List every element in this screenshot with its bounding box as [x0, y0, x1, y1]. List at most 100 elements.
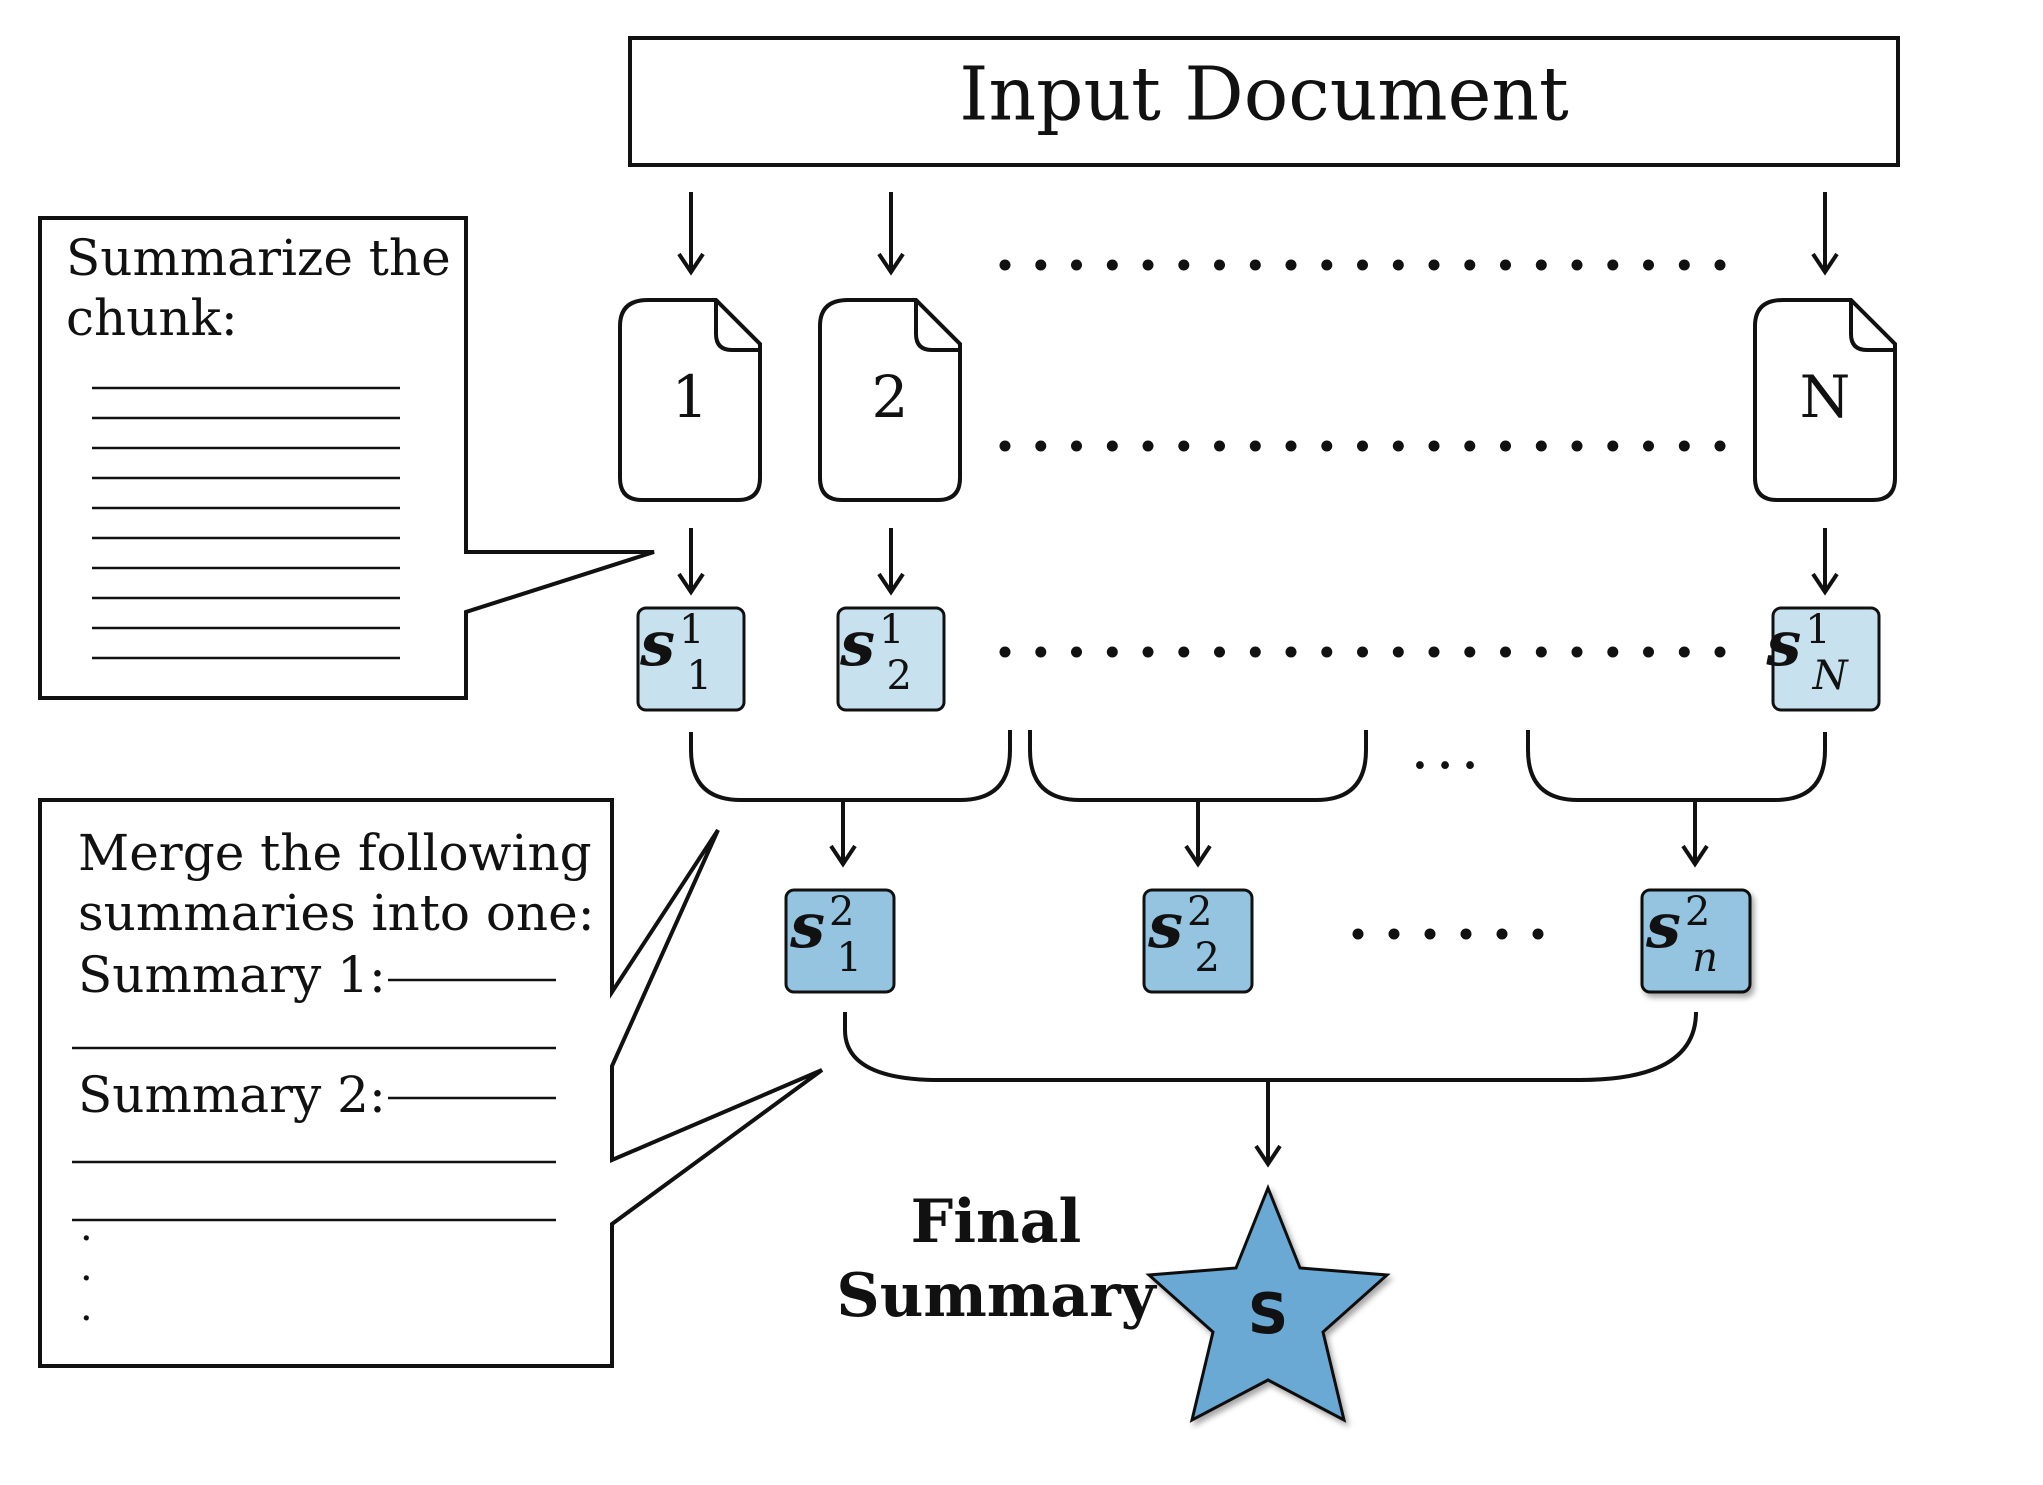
summary-level1-n-sub: N — [1812, 653, 1850, 699]
chunk-summary-arrows — [677, 528, 1839, 596]
chunk-n: N — [1753, 298, 1897, 502]
prompt-merge-text-lines — [72, 978, 556, 1222]
ellipsis-dot — [1535, 646, 1547, 658]
ellipsis-dot — [1500, 646, 1511, 658]
ellipsis-dot — [1571, 440, 1583, 452]
summary-level2-n-base: s — [1645, 889, 1681, 962]
arrow-chunk2-summary — [877, 528, 905, 596]
ellipsis-dot — [1500, 259, 1511, 271]
ellipsis-dot — [999, 259, 1011, 271]
summary-level2-2-sup: 2 — [1187, 889, 1212, 935]
prompt-merge-ellipsis-1: · — [80, 1216, 93, 1262]
final-brace — [843, 1011, 1698, 1168]
ellipsis-dot — [1106, 646, 1118, 658]
ellipsis-dot — [1357, 259, 1368, 271]
ellipsis-dot — [1500, 440, 1511, 452]
ellipsis-dot — [1714, 646, 1726, 658]
dots-row-arrows — [999, 259, 1726, 271]
prompt-merge-ellipsis-3: · — [80, 1296, 93, 1342]
arrow-to-chunk-n — [1811, 192, 1839, 276]
ellipsis-dot — [1643, 259, 1654, 271]
summary-level1-2-sub: 2 — [886, 653, 911, 699]
ellipsis-dot — [1106, 440, 1118, 452]
chunk-2: 2 — [818, 298, 962, 502]
summary-level1-1-base: s — [639, 607, 675, 680]
ellipsis-dot — [1428, 259, 1440, 271]
ellipsis-dot — [1678, 259, 1690, 271]
summary-level2-2-sub: 2 — [1194, 935, 1219, 981]
ellipsis-dot — [1571, 646, 1583, 658]
ellipsis-dot — [1214, 440, 1225, 452]
input-arrows — [677, 192, 1839, 276]
ellipsis-dot — [1142, 259, 1154, 271]
chunk-1-label: 1 — [672, 363, 709, 431]
ellipsis-dot — [1178, 259, 1190, 271]
summary-level1-n-base: s — [1765, 607, 1801, 680]
ellipsis-dot — [1714, 440, 1726, 452]
prompt-merge-line2: summaries into one: — [78, 884, 595, 942]
ellipsis-dot — [1607, 259, 1619, 271]
summary-level1-2-sup: 1 — [879, 607, 904, 653]
ellipsis-dot — [1142, 646, 1154, 658]
ellipsis-dot — [999, 646, 1011, 658]
prompt-chunk-callout: Summarize the chunk: — [38, 216, 655, 700]
prompt-merge-line1: Merge the following — [78, 824, 592, 882]
ellipsis-dot — [1714, 259, 1726, 271]
final-label-line2: Summary — [836, 1261, 1157, 1331]
chunk-2-label: 2 — [872, 363, 909, 431]
summary-level2-1-sub: 1 — [836, 935, 861, 981]
chunk-1: 1 — [618, 298, 762, 502]
summary-level2-n-sup: 2 — [1685, 889, 1710, 935]
summary-level2-n: s 2 n — [1640, 888, 1752, 994]
ellipsis-dot — [1178, 646, 1190, 658]
summary-level1-1-sup: 1 — [679, 607, 704, 653]
arrow-to-chunk-2 — [877, 192, 905, 276]
input-document-box: Input Document — [628, 36, 1900, 167]
ellipsis-dot — [1607, 646, 1619, 658]
summary-level2-2-base: s — [1147, 889, 1183, 962]
ellipsis-dot — [999, 440, 1011, 452]
ellipsis-dot — [1535, 440, 1547, 452]
ellipsis-dot — [1464, 646, 1476, 658]
ellipsis-dot — [1424, 928, 1436, 940]
ellipsis-dot — [1535, 259, 1547, 271]
ellipsis-dot — [1285, 440, 1297, 452]
svg-text:s 2 1: s 2 1 — [789, 889, 862, 981]
ellipsis-dot — [1357, 440, 1368, 452]
ellipsis-dot — [1035, 259, 1047, 271]
summary-level1-2-base: s — [839, 607, 875, 680]
ellipsis-dot — [1071, 440, 1082, 452]
ellipsis-dot — [1428, 440, 1440, 452]
ellipsis-dot — [1496, 928, 1508, 940]
ellipsis-dot — [1460, 928, 1472, 940]
summary-level2-n-sub: n — [1692, 935, 1718, 981]
dots-row-summaries — [999, 646, 1726, 658]
group-ellipsis: ... — [1410, 713, 1485, 783]
summary-level1-1-sub: 1 — [686, 653, 711, 699]
ellipsis-dot — [1249, 259, 1261, 271]
svg-text:s 1 2: s 1 2 — [839, 607, 912, 699]
prompt-merge-summary2: Summary 2: — [78, 1066, 386, 1124]
ellipsis-dot — [1392, 646, 1404, 658]
summary-level2-1: s 2 1 — [784, 888, 896, 994]
arrow-chunkn-summary — [1811, 528, 1839, 596]
group-brace-n — [1526, 730, 1827, 868]
ellipsis-dot — [1071, 259, 1082, 271]
group-brace-2 — [1028, 730, 1368, 868]
svg-text:s 1 1: s 1 1 — [639, 607, 712, 699]
prompt-chunk-text-lines — [92, 386, 400, 660]
chunk-n-label: N — [1800, 363, 1851, 431]
svg-text:s 1 N: s 1 N — [1765, 607, 1849, 699]
ellipsis-dot — [1321, 646, 1333, 658]
ellipsis-dot — [1214, 646, 1225, 658]
ellipsis-dot — [1321, 440, 1333, 452]
final-summary-star: S — [1145, 1183, 1391, 1423]
ellipsis-dot — [1643, 440, 1654, 452]
dots-row-chunks — [999, 440, 1726, 452]
ellipsis-dot — [1214, 259, 1225, 271]
ellipsis-dot — [1285, 259, 1297, 271]
ellipsis-dot — [1285, 646, 1297, 658]
ellipsis-dot — [1464, 259, 1476, 271]
ellipsis-dot — [1142, 440, 1154, 452]
ellipsis-dot — [1532, 928, 1544, 940]
